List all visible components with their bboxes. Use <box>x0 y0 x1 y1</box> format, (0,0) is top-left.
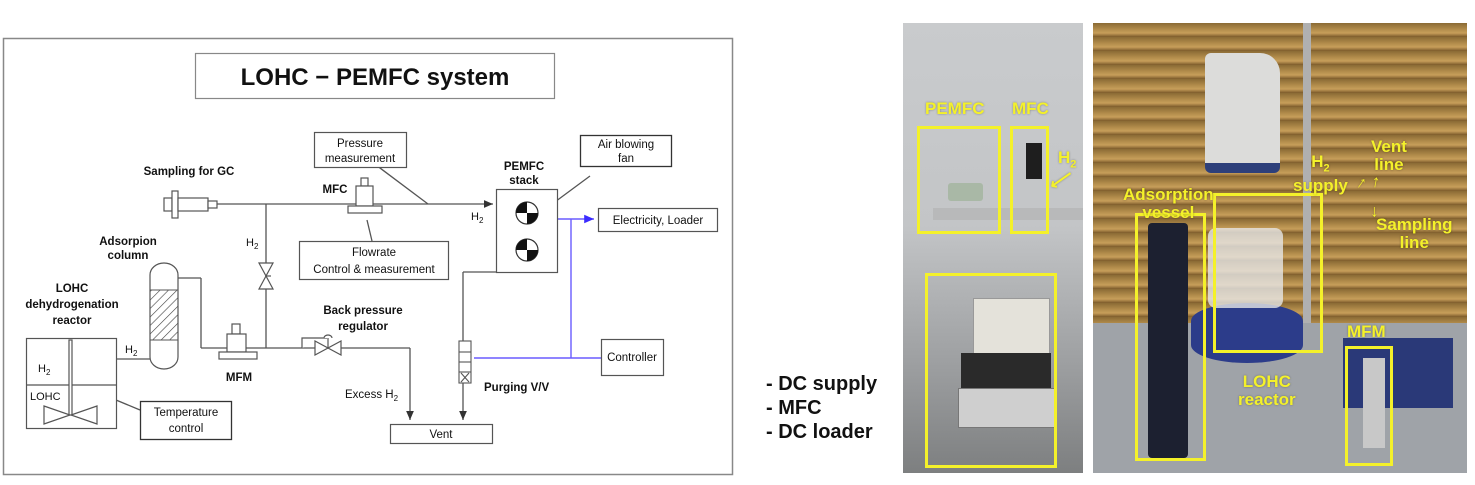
electricity-loader-label: Electricity, Loader <box>613 215 704 227</box>
lohc-inside-label: LOHC <box>30 391 61 403</box>
lohc-reactor-annotation-box <box>1213 193 1323 353</box>
vent-box <box>389 423 494 445</box>
sampling-for-gc-label: Sampling for GC <box>144 166 235 178</box>
controller-box <box>600 338 665 377</box>
air-blowing-fan-label-2: fan <box>618 153 634 165</box>
pressure-measurement-label-1: Pressure <box>337 138 383 150</box>
legend-item-dc-supply: - DC supply <box>766 373 878 395</box>
pemfc-stack-label-1: PEMFC <box>504 161 544 173</box>
air-blowing-fan-box <box>579 134 673 168</box>
mfm-photo-label: MFM <box>1347 322 1386 341</box>
back-pressure-regulator-icon <box>301 334 342 357</box>
h2-photo-label: H2 <box>1058 148 1077 171</box>
pemfc-device <box>948 183 983 201</box>
pemfc-annotation-box <box>917 126 1001 234</box>
mfc-photo-label: MFC <box>1012 99 1049 118</box>
mfm-device-icon <box>218 323 258 360</box>
back-pressure-label-1: Back pressure <box>323 305 402 317</box>
dc-loader-unit <box>961 353 1051 388</box>
equipment-legend: - DC supply - MFC - DC loader <box>766 372 877 444</box>
mfm-annotation-box <box>1345 346 1393 466</box>
purging-valve-icon <box>458 340 472 384</box>
photo-pemfc-setup: PEMFC MFC H2 ⟵ <box>903 23 1083 473</box>
stirring-plate <box>1343 338 1453 408</box>
h2-reactor-inside-label: H2 <box>38 363 51 377</box>
back-pressure-label-2: regulator <box>338 321 388 333</box>
electricity-loader-box <box>597 207 719 233</box>
dc-equipment-annotation-box <box>925 273 1057 468</box>
temperature-control-box <box>139 400 233 441</box>
lohc-reactor-label-1: LOHC <box>56 283 89 295</box>
lohc-reactor-label-3: reactor <box>53 315 93 327</box>
mfc-device <box>1026 143 1042 179</box>
pemfc-photo-label: PEMFC <box>925 99 985 118</box>
title-box <box>194 52 556 100</box>
mfc-device-icon <box>347 177 383 214</box>
gc-sampling-syringe-icon <box>163 190 218 219</box>
flowrate-label-1: Flowrate <box>352 247 396 259</box>
h2-reactor-out-label: H2 <box>125 344 138 358</box>
adsorption-column-label-2: column <box>108 250 149 262</box>
adsorption-annotation-box <box>1135 213 1206 461</box>
flowrate-control-box <box>298 240 450 281</box>
adsorption-vessel <box>1148 223 1188 458</box>
lohc-pemfc-schematic: LOHC − PEMFC system Sampling fo <box>2 37 734 476</box>
adsorption-column-icon <box>149 262 179 370</box>
stand-rod <box>1303 23 1311 323</box>
sampling-line-arrow-icon: → <box>1367 203 1387 221</box>
fan-icon <box>515 201 539 225</box>
vent-label: Vent <box>429 429 453 441</box>
excess-h2-label: Excess H2 <box>345 389 399 403</box>
lohc-reactor-vessel-icon <box>25 337 118 430</box>
meter-unit <box>958 388 1055 428</box>
pemfc-stack-label-2: stack <box>509 175 539 187</box>
heating-mantle <box>1191 303 1303 363</box>
pressure-measurement-box <box>313 131 408 169</box>
mfm-label: MFM <box>226 372 252 384</box>
legend-item-mfc: - MFC <box>766 397 822 419</box>
temperature-control-label-1: Temperature <box>154 407 219 419</box>
lohc-reactor-label-2: dehydrogenation <box>25 299 118 311</box>
diagram-title: LOHC − PEMFC system <box>241 64 510 91</box>
adsorption-column-label-1: Adsorpion <box>99 236 157 248</box>
purging-vv-label: Purging V/V <box>484 382 550 394</box>
air-blowing-fan-label-1: Air blowing <box>598 139 654 151</box>
legend-item-dc-loader: - DC loader <box>766 421 873 443</box>
fan-icon <box>515 238 539 262</box>
h2-branch-label: H2 <box>246 237 259 251</box>
dc-supply-unit <box>973 298 1050 355</box>
needle-valve-icon <box>257 262 275 290</box>
pressure-measurement-label-2: measurement <box>325 153 396 165</box>
vent-line-arrow-icon: → <box>1362 171 1384 192</box>
flowrate-label-2: Control & measurement <box>313 264 435 276</box>
temperature-control-label-2: control <box>169 423 204 435</box>
mfc-label: MFC <box>323 184 348 196</box>
h2-main-label: H2 <box>471 211 484 225</box>
controller-label: Controller <box>607 352 657 364</box>
stirrer-motor <box>1205 53 1280 173</box>
cabinet-table <box>933 208 1083 220</box>
mfm-device <box>1363 358 1385 448</box>
reactor-glassware <box>1208 228 1283 308</box>
mfc-annotation-box <box>1010 126 1049 234</box>
